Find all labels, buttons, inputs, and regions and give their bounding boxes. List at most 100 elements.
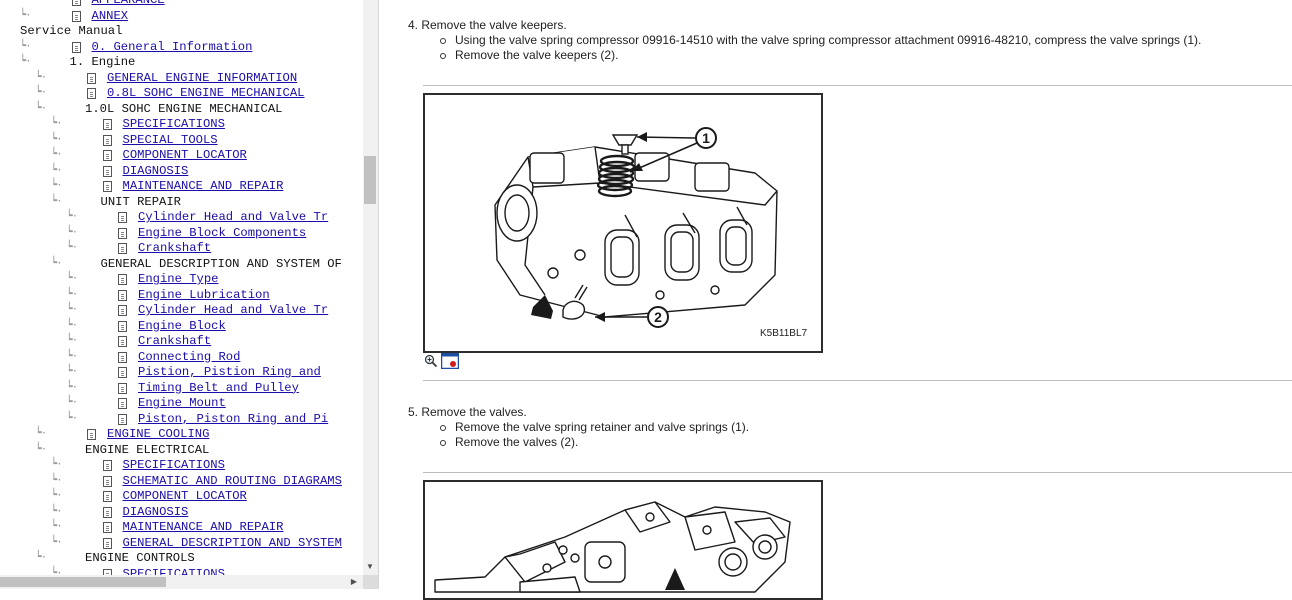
section-divider — [423, 380, 1292, 381]
tree-link[interactable]: SPECIFICATIONS — [122, 458, 225, 472]
tree-connector: ┕· — [35, 87, 47, 99]
document-icon[interactable] — [102, 537, 112, 549]
tree-link[interactable]: MAINTENANCE AND REPAIR — [122, 179, 284, 193]
tree-link[interactable]: GENERAL DESCRIPTION AND SYSTEM — [122, 535, 342, 550]
document-icon[interactable] — [102, 568, 112, 575]
tree-connector: ┕· — [50, 474, 63, 487]
document-icon[interactable] — [102, 165, 112, 177]
figure-remove-valves — [423, 480, 823, 600]
document-icon[interactable] — [87, 429, 96, 440]
tree-link[interactable]: Engine Block — [138, 318, 226, 333]
tree-link[interactable]: SPECIFICATIONS — [122, 566, 225, 576]
scroll-down-arrow-icon[interactable]: ▼ — [366, 562, 374, 571]
tree-link[interactable]: 0.8L SOHC ENGINE MECHANICAL — [107, 86, 305, 100]
document-icon[interactable] — [118, 274, 127, 285]
step-4-bullet: Remove the valve keepers (2). — [455, 48, 619, 62]
tree-link[interactable]: Crankshaft — [138, 241, 212, 255]
document-icon[interactable] — [118, 413, 127, 425]
document-icon[interactable] — [118, 336, 127, 347]
pane-divider[interactable] — [378, 0, 379, 589]
tree-link[interactable]: DIAGNOSIS — [122, 504, 189, 519]
tree-link[interactable]: ENGINE COOLING — [107, 427, 210, 441]
zoom-in-icon[interactable] — [424, 354, 438, 368]
tree-link[interactable]: Piston, Piston Ring and Pi — [138, 411, 329, 426]
document-icon[interactable] — [102, 150, 112, 161]
engine-head-illustration: 1 2 — [494, 127, 778, 328]
tree-link[interactable]: Cylinder Head and Valve Tr — [138, 210, 329, 224]
tree-vertical-scroll-thumb[interactable] — [364, 156, 376, 204]
tree-connector: ┕· — [35, 428, 47, 440]
document-icon[interactable] — [118, 289, 127, 301]
document-icon[interactable] — [118, 382, 127, 394]
tree-link[interactable]: Connecting Rod — [138, 349, 241, 364]
tree-link[interactable]: Engine Block Components — [138, 225, 307, 240]
tree-link[interactable]: Engine Mount — [138, 396, 226, 410]
document-icon[interactable] — [71, 0, 81, 6]
scroll-right-arrow-icon[interactable]: ▶ — [350, 577, 358, 586]
document-icon[interactable] — [118, 351, 127, 363]
svg-text:1: 1 — [702, 130, 710, 146]
document-icon[interactable] — [102, 491, 112, 502]
document-icon[interactable] — [102, 475, 112, 487]
document-icon[interactable] — [102, 460, 112, 471]
tree-link[interactable]: APPEARANCE — [91, 0, 165, 7]
document-icon[interactable] — [102, 134, 112, 146]
tree-link[interactable]: SPECIFICATIONS — [122, 117, 225, 131]
tree-link[interactable]: Engine Lubrication — [138, 287, 270, 302]
document-icon[interactable] — [87, 88, 96, 99]
document-icon[interactable] — [71, 41, 81, 53]
document-icon[interactable] — [118, 227, 127, 239]
tree-link[interactable]: Timing Belt and Pulley — [138, 380, 299, 395]
tree-vertical-scrollbar[interactable] — [363, 0, 378, 575]
tree-connector: ┕· — [50, 521, 63, 533]
tree-link[interactable]: Pistion, Pistion Ring and — [138, 365, 321, 379]
tree-link[interactable]: SPECIAL TOOLS — [122, 132, 218, 147]
bullet-icon — [440, 440, 446, 446]
tree-link[interactable]: Engine Type — [138, 272, 219, 286]
tree-link[interactable]: Cylinder Head and Valve Tr — [138, 303, 329, 317]
tree-connector: ┕· — [50, 118, 63, 130]
tree-horizontal-scroll-thumb[interactable] — [0, 577, 166, 587]
step-4-title: 4. Remove the valve keepers. — [408, 18, 567, 32]
document-icon[interactable] — [118, 305, 127, 316]
tree-connector: ┕· — [35, 71, 47, 84]
document-icon[interactable] — [102, 119, 112, 130]
document-icon[interactable] — [87, 72, 96, 84]
tree-link[interactable]: SCHEMATIC AND ROUTING DIAGRAMS — [122, 473, 342, 488]
tree-connector: ┕· — [35, 102, 47, 115]
document-icon[interactable] — [118, 398, 127, 409]
tree-connector: ┕· — [19, 56, 32, 68]
document-icon[interactable] — [71, 10, 81, 22]
tree-connector: ┕· — [66, 335, 78, 347]
tree-link[interactable]: GENERAL ENGINE INFORMATION — [107, 70, 298, 85]
document-icon[interactable] — [102, 522, 112, 533]
tree-connector: ┕· — [66, 304, 78, 316]
step-5-title: 5. Remove the valves. — [408, 405, 527, 419]
tree-link[interactable]: 0. General Information — [91, 39, 253, 54]
tree-connector: ┕· — [66, 366, 78, 378]
document-icon[interactable] — [118, 212, 127, 223]
tree-connector: ┕· — [66, 381, 78, 394]
tree-link[interactable]: COMPONENT LOCATOR — [122, 148, 247, 162]
tree-connector: ┕· — [19, 40, 32, 53]
step-4-bullet: Using the valve spring compressor 09916-… — [455, 33, 1202, 47]
tree-connector: ┕· — [66, 226, 78, 239]
tree-link[interactable]: COMPONENT LOCATOR — [122, 489, 247, 503]
document-icon[interactable] — [102, 181, 112, 192]
document-icon[interactable] — [118, 243, 127, 254]
tree-connector: ┕· — [66, 211, 78, 223]
bullet-icon — [440, 425, 446, 431]
callout-2: 2 — [647, 306, 669, 328]
document-icon[interactable] — [118, 367, 127, 378]
document-icon[interactable] — [102, 506, 112, 518]
open-window-icon[interactable] — [440, 352, 460, 370]
tree-link[interactable]: MAINTENANCE AND REPAIR — [122, 520, 284, 534]
tree-connector: ┕· — [66, 273, 78, 285]
tree-connector: ┕· — [50, 567, 63, 576]
document-icon[interactable] — [118, 320, 127, 332]
tree-connector: ┕· — [50, 164, 63, 177]
tree-link[interactable]: ANNEX — [91, 8, 129, 23]
tree-link[interactable]: DIAGNOSIS — [122, 163, 189, 178]
tree-link[interactable]: Crankshaft — [138, 334, 212, 348]
section-divider — [423, 85, 1292, 86]
